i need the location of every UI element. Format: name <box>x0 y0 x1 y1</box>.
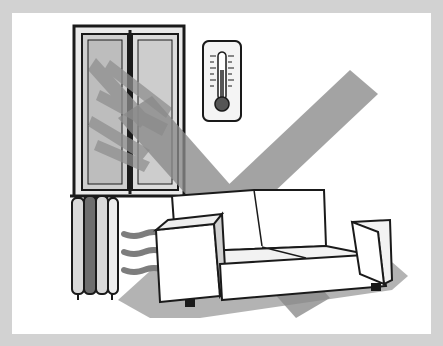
radiator-icon <box>72 196 118 300</box>
sofa-icon <box>156 190 392 306</box>
thermometer-icon <box>203 41 241 121</box>
